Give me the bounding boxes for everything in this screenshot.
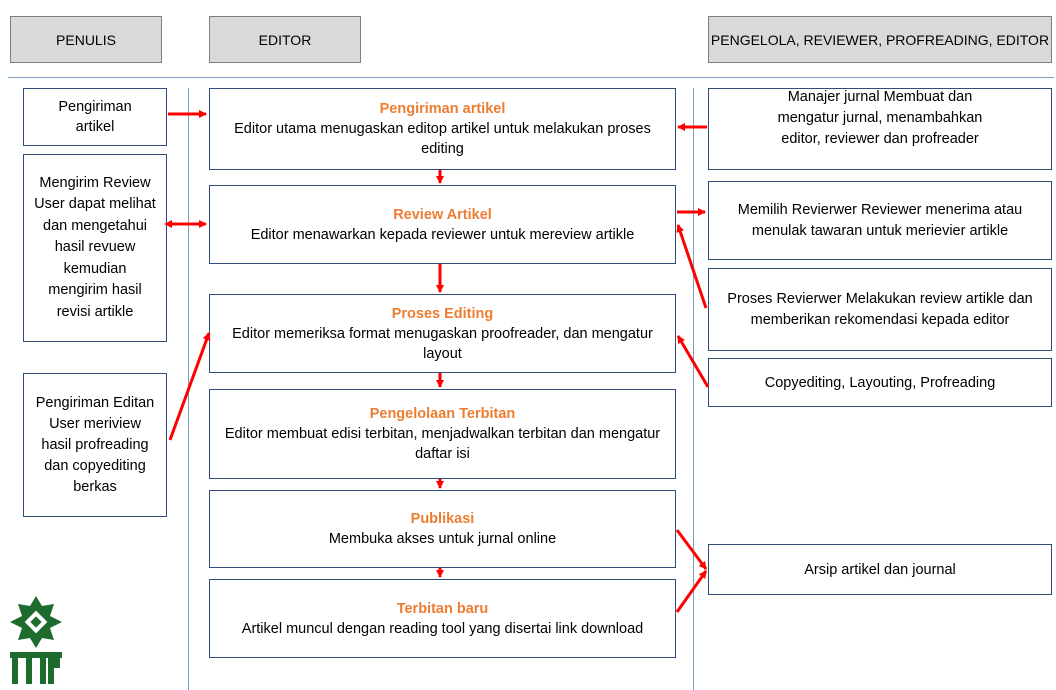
editor-box-proses-editing: Proses Editing Editor memeriksa format m… bbox=[209, 294, 676, 373]
header-pengelola: PENGELOLA, REVIEWER, PROFREADING, EDITOR bbox=[708, 16, 1052, 63]
pengelola-box-proses-reviewer: Proses Revierwer Melakukan review artikl… bbox=[708, 268, 1052, 351]
editor-box-review-artikel-title: Review Artikel bbox=[393, 206, 492, 223]
pengelola-box-arsip: Arsip artikel dan journal bbox=[708, 544, 1052, 595]
pengelola-box-proses-reviewer-text: Proses Revierwer Melakukan review artikl… bbox=[727, 290, 1033, 328]
editor-box-review-artikel-desc: Editor menawarkan kepada reviewer untuk … bbox=[250, 226, 635, 243]
editor-box-terbitan-baru-title: Terbitan baru bbox=[396, 600, 489, 617]
penulis-box-review-text: Mengirim Review User dapat melihat dan m… bbox=[34, 174, 156, 320]
header-penulis-label: PENULIS bbox=[56, 31, 116, 48]
editor-box-pengelolaan-terbitan: Pengelolaan Terbitan Editor membuat edis… bbox=[209, 389, 676, 479]
pengelola-box-manajer: Manajer jurnal Membuat dan mengatur jurn… bbox=[708, 88, 1052, 170]
penulis-box-review: Mengirim Review User dapat melihat dan m… bbox=[23, 154, 167, 342]
editor-box-pengiriman-artikel-title: Pengiriman artikel bbox=[379, 101, 506, 117]
pengelola-box-memilih-reviewer-text: Memilih Revierwer Reviewer menerima atau… bbox=[737, 201, 1023, 239]
editor-box-proses-editing-desc: Editor memeriksa format menugaskan proof… bbox=[232, 325, 653, 362]
column-divider-right bbox=[693, 88, 694, 690]
editor-box-proses-editing-title: Proses Editing bbox=[391, 305, 494, 322]
university-logo bbox=[10, 596, 62, 684]
arrow-editan-to-proses-editing bbox=[168, 332, 211, 441]
pengelola-box-manajer-text: Manajer jurnal Membuat dan mengatur jurn… bbox=[777, 89, 983, 147]
arrow-publikasi-to-arsip bbox=[675, 529, 708, 570]
arrow-proses-reviewer-to-review bbox=[676, 224, 708, 309]
arrow-terbitan-to-arsip bbox=[675, 570, 708, 613]
penulis-box-editan-text: Pengiriman Editan User meriview hasil pr… bbox=[35, 394, 155, 495]
penulis-box-pengiriman-text: Pengiriman artikel bbox=[58, 99, 132, 135]
header-pengelola-label: PENGELOLA, REVIEWER, PROFREADING, EDITOR bbox=[710, 31, 1050, 48]
editor-box-publikasi-desc: Membuka akses untuk jurnal online bbox=[328, 531, 557, 547]
arrow-copyediting-to-proses-editing bbox=[676, 335, 710, 388]
editor-box-review-artikel: Review Artikel Editor menawarkan kepada … bbox=[209, 185, 676, 264]
penulis-box-editan: Pengiriman Editan User meriview hasil pr… bbox=[23, 373, 167, 517]
editor-box-pengiriman-artikel-desc: Editor utama menugaskan editop artikel u… bbox=[234, 121, 651, 157]
penulis-box-pengiriman: Pengiriman artikel bbox=[23, 88, 167, 146]
editor-box-publikasi-title: Publikasi bbox=[410, 511, 475, 527]
editor-box-pengelolaan-terbitan-desc: Editor membuat edisi terbitan, menjadwal… bbox=[224, 426, 661, 462]
pengelola-box-copyediting-text: Copyediting, Layouting, Profreading bbox=[764, 374, 996, 391]
header-editor: EDITOR bbox=[209, 16, 361, 63]
editor-box-terbitan-baru: Terbitan baru Artikel muncul dengan read… bbox=[209, 579, 676, 658]
header-editor-label: EDITOR bbox=[258, 31, 312, 48]
pengelola-box-memilih-reviewer: Memilih Revierwer Reviewer menerima atau… bbox=[708, 181, 1052, 260]
header-divider bbox=[8, 77, 1054, 78]
editor-box-publikasi: Publikasi Membuka akses untuk jurnal onl… bbox=[209, 490, 676, 568]
pengelola-box-arsip-text: Arsip artikel dan journal bbox=[804, 561, 956, 578]
header-penulis: PENULIS bbox=[10, 16, 162, 63]
pengelola-box-copyediting: Copyediting, Layouting, Profreading bbox=[708, 358, 1052, 407]
editor-box-terbitan-baru-desc: Artikel muncul dengan reading tool yang … bbox=[241, 620, 644, 637]
editor-box-pengiriman-artikel: Pengiriman artikel Editor utama menugask… bbox=[209, 88, 676, 170]
editor-box-pengelolaan-terbitan-title: Pengelolaan Terbitan bbox=[369, 406, 516, 422]
